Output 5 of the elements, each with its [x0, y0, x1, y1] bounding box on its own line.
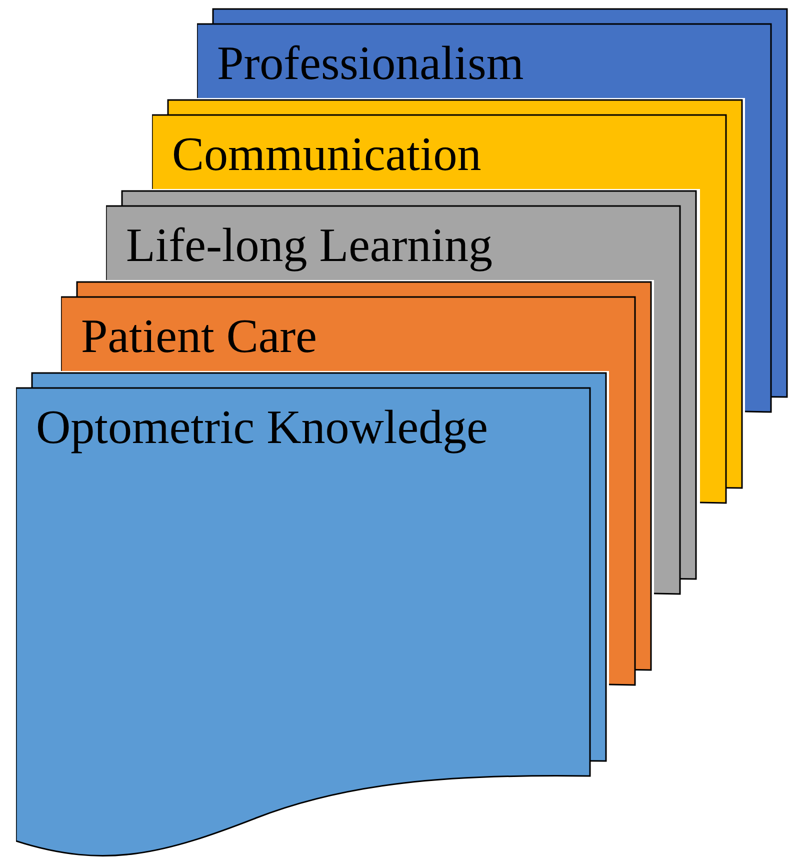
node-label: Communication	[172, 129, 482, 182]
node-label: Optometric Knowledge	[36, 402, 488, 455]
node-label: Patient Care	[81, 311, 317, 364]
node-label: Professionalism	[217, 38, 524, 91]
node-label: Life-long Learning	[126, 220, 493, 273]
